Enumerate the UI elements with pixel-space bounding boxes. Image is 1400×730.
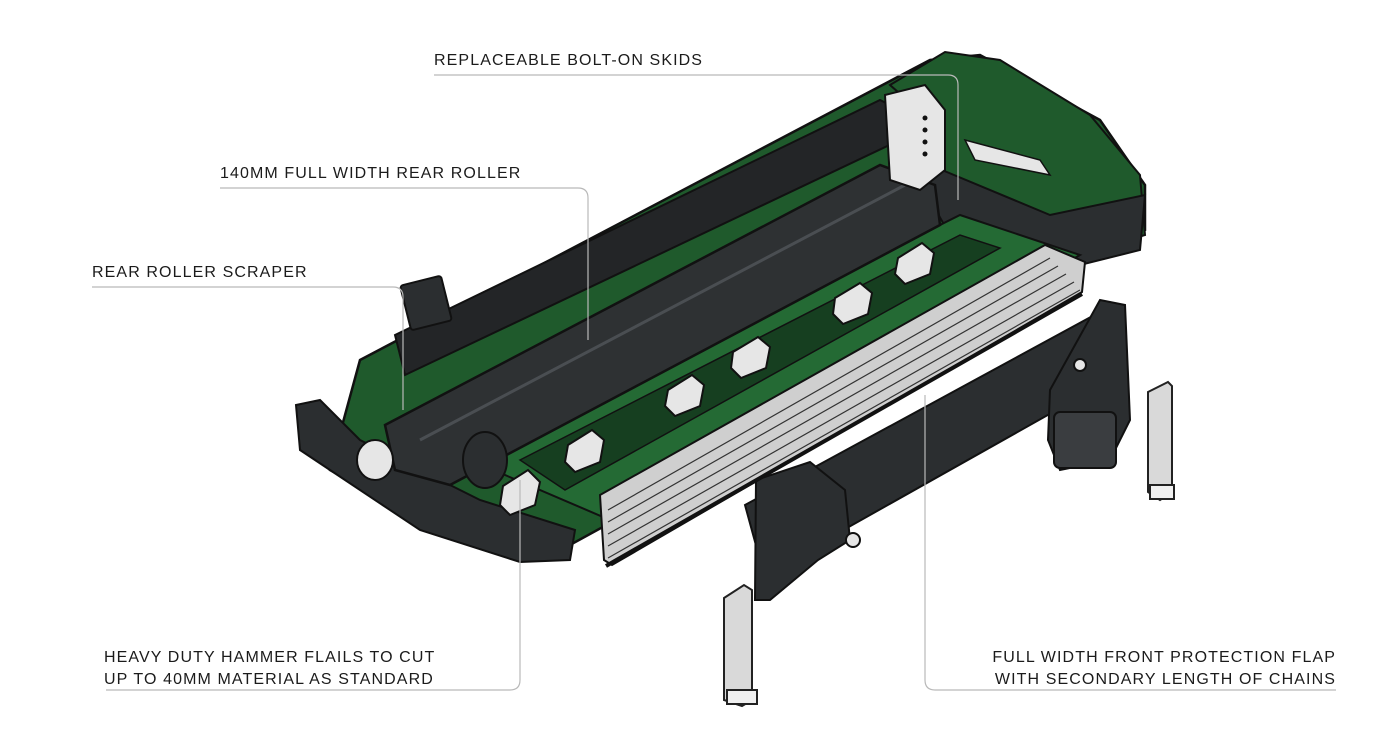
- skid-bolt-4: [922, 151, 928, 157]
- rear-roller: [383, 163, 942, 487]
- left-link-bracket: [753, 460, 852, 601]
- skid-bracket: [963, 138, 1052, 177]
- callout-flap: FULL WIDTH FRONT PROTECTION FLAP WITH SE…: [992, 647, 1336, 691]
- leader-flap: [924, 395, 1336, 691]
- callout-roller-label: 140MM FULL WIDTH REAR ROLLER: [220, 165, 522, 182]
- callout-flap-line2: WITH SECONDARY LENGTH OF CHAINS: [994, 671, 1336, 688]
- skid-bolt-3: [922, 139, 928, 145]
- chain-row-3: [607, 273, 1067, 535]
- flail-2: [563, 428, 606, 474]
- chain-row-1: [607, 257, 1051, 511]
- leader-flails: [106, 480, 521, 691]
- gearbox-housing: [399, 275, 453, 331]
- callout-skids: REPLACEABLE BOLT-ON SKIDS: [434, 50, 703, 72]
- roller-end-cap: [356, 439, 394, 481]
- leader-lines: [92, 74, 1336, 691]
- leader-roller: [220, 187, 589, 340]
- flail-5: [831, 281, 874, 326]
- skid-bolt-2: [922, 127, 928, 133]
- bolt-on-skid: [883, 83, 1052, 192]
- callout-roller: 140MM FULL WIDTH REAR ROLLER: [220, 163, 521, 185]
- flail-4: [729, 335, 772, 380]
- parking-stand-legs: [723, 380, 1175, 708]
- flail-3: [663, 373, 706, 418]
- callout-flails-line1: HEAVY DUTY HAMMER FLAILS TO CUT: [104, 649, 436, 666]
- skid-plate: [883, 83, 946, 192]
- chain-row-2: [607, 265, 1059, 523]
- skid-bolt-1: [922, 115, 928, 121]
- callout-scraper: REAR ROLLER SCRAPER: [92, 262, 308, 284]
- callout-flails-line2: UP TO 40MM MATERIAL AS STANDARD: [104, 671, 434, 688]
- callout-flails: HEAVY DUTY HAMMER FLAILS TO CUT UP TO 40…: [104, 647, 435, 691]
- gearbox: [1053, 411, 1117, 469]
- left-stand-foot: [726, 689, 758, 705]
- flap-bottom-edge: [605, 292, 1083, 568]
- right-stand-leg: [1147, 380, 1173, 502]
- link-pin-right: [1073, 358, 1087, 372]
- chain-links-pattern: [607, 257, 1081, 559]
- callout-skids-label: REPLACEABLE BOLT-ON SKIDS: [434, 52, 704, 69]
- callout-scraper-label: REAR ROLLER SCRAPER: [92, 264, 308, 281]
- left-stand-leg: [723, 583, 753, 708]
- flail-6: [893, 241, 936, 286]
- leader-skids: [434, 74, 959, 200]
- callout-flap-line1: FULL WIDTH FRONT PROTECTION FLAP: [992, 649, 1336, 666]
- chain-row-5: [607, 289, 1081, 559]
- headstock-frame: [743, 298, 1132, 601]
- leader-scraper: [92, 286, 404, 410]
- flap-chains: [598, 243, 1087, 567]
- right-stand-foot: [1149, 484, 1175, 500]
- link-pin-left: [845, 532, 861, 548]
- roller-bearing-hub: [462, 431, 508, 489]
- roller-highlight: [419, 183, 906, 442]
- chain-row-4: [607, 281, 1075, 547]
- front-protection-flap: [598, 243, 1087, 568]
